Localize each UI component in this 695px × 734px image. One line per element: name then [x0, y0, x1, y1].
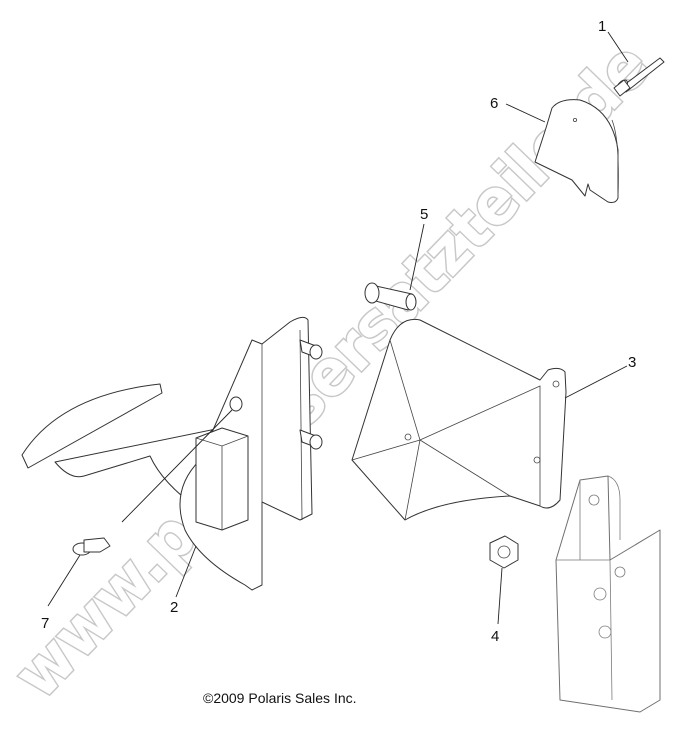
leader-5 [409, 223, 425, 291]
leader-7 [47, 554, 81, 607]
leader-2b [175, 545, 197, 598]
callout-2: 2 [170, 599, 178, 616]
part-3-guard [351, 318, 567, 521]
copyright-text: ©2009 Polaris Sales Inc. [203, 690, 357, 706]
callout-1: 1 [598, 18, 606, 35]
leader-6 [505, 103, 546, 123]
leader-2a [121, 409, 233, 523]
callout-7: 7 [41, 615, 49, 632]
part-5-bolt [364, 282, 417, 311]
leader-1 [607, 31, 629, 63]
leader-3 [564, 365, 628, 399]
callout-3: 3 [628, 354, 636, 371]
part-6-plate [534, 99, 619, 203]
part-7-clip [72, 537, 111, 556]
part-1-pin [613, 57, 665, 97]
part-4-nut [489, 535, 519, 569]
reference-frame [555, 475, 661, 713]
callout-6: 6 [490, 95, 498, 112]
callout-5: 5 [420, 206, 428, 223]
leader-4 [497, 567, 503, 625]
callout-4: 4 [491, 628, 499, 645]
part-2-pedal [21, 316, 323, 591]
